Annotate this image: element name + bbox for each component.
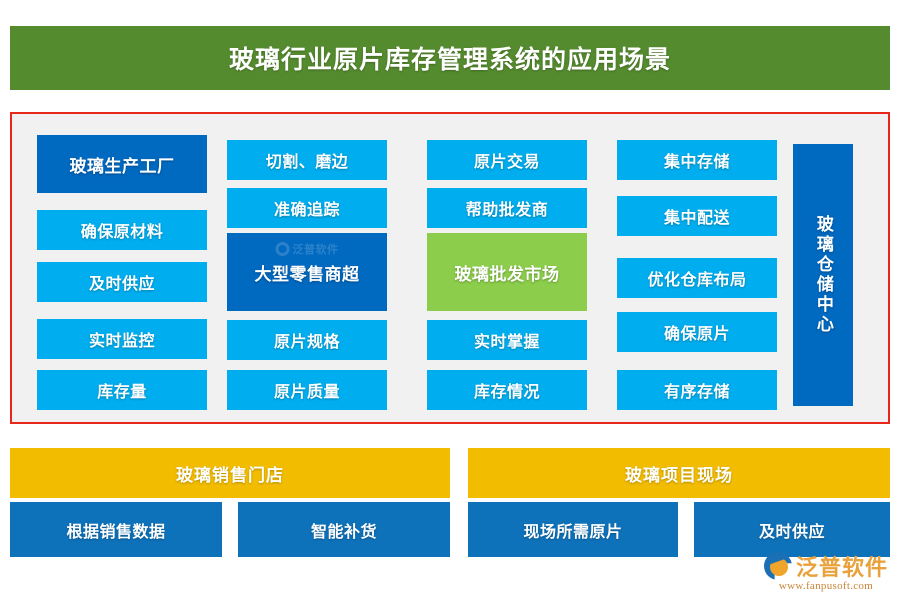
matrix-cell-orderly-storage[interactable]: 有序存储 <box>617 370 777 410</box>
leaf-smart-replenishment[interactable]: 智能补货 <box>238 502 450 557</box>
matrix-cell-label: 优化仓库布局 <box>647 272 747 289</box>
matrix-cell-centralized-storage[interactable]: 集中存储 <box>617 140 777 180</box>
leaf-based-on-sales-data[interactable]: 根据销售数据 <box>10 502 222 557</box>
leaf-label: 现场所需原片 <box>523 523 623 541</box>
band-label: 玻璃项目现场 <box>625 465 733 485</box>
matrix-cell-label: 及时供应 <box>88 276 155 293</box>
matrix-cell-realtime-monitoring[interactable]: 实时监控 <box>37 319 207 359</box>
matrix-cell-glass-storage-center[interactable]: 玻璃仓储中心 <box>793 144 853 406</box>
matrix-cell-timely-supply[interactable]: 及时供应 <box>37 262 207 302</box>
matrix-cell-inventory-status[interactable]: 库存情况 <box>427 370 587 410</box>
matrix-cell-label: 大型零售商超 <box>254 264 360 284</box>
main-diagram-panel: 玻璃生产工厂 确保原材料 及时供应 实时监控 库存量 切割、磨边 准确追踪 泛普… <box>10 112 890 424</box>
matrix-cell-cutting-edging[interactable]: 切割、磨边 <box>227 140 387 180</box>
band-glass-project-site[interactable]: 玻璃项目现场 <box>468 448 890 498</box>
matrix-cell-glass-production-factory[interactable]: 玻璃生产工厂 <box>37 135 207 193</box>
matrix-cell-help-wholesalers[interactable]: 帮助批发商 <box>427 188 587 228</box>
matrix-cell-realtime-grasp[interactable]: 实时掌握 <box>427 320 587 360</box>
bottom-scenarios: 玻璃销售门店 玻璃项目现场 根据销售数据 智能补货 现场所需原片 及时供应 <box>10 440 890 570</box>
matrix-cell-ensure-raw-materials[interactable]: 确保原材料 <box>37 210 207 250</box>
matrix-cell-label: 原片规格 <box>273 334 340 351</box>
brand-url: www.fanpusoft.com <box>778 580 874 592</box>
matrix-cell-label: 确保原片 <box>663 326 730 343</box>
matrix-cell-label: 库存量 <box>97 384 147 401</box>
scenario-matrix: 玻璃生产工厂 确保原材料 及时供应 实时监控 库存量 切割、磨边 准确追踪 泛普… <box>12 114 888 422</box>
matrix-cell-label: 实时掌握 <box>473 334 540 351</box>
matrix-cell-label: 原片交易 <box>473 154 540 171</box>
matrix-cell-label: 集中配送 <box>663 210 730 227</box>
matrix-cell-label: 库存情况 <box>473 384 540 401</box>
inline-brand-watermark: 泛普软件 <box>275 241 339 257</box>
matrix-cell-label: 确保原材料 <box>80 224 164 241</box>
matrix-cell-label: 帮助批发商 <box>465 202 549 219</box>
matrix-cell-raw-glass-specification[interactable]: 原片规格 <box>227 320 387 360</box>
leaf-label: 及时供应 <box>758 523 825 541</box>
matrix-cell-large-retail-supermarket[interactable]: 泛普软件 大型零售商超 <box>227 233 387 311</box>
matrix-cell-ensure-raw-glass[interactable]: 确保原片 <box>617 312 777 352</box>
matrix-cell-label: 集中存储 <box>663 154 730 171</box>
leaf-label: 根据销售数据 <box>66 523 166 541</box>
matrix-cell-inventory-quantity[interactable]: 库存量 <box>37 370 207 410</box>
matrix-cell-label: 准确追踪 <box>273 202 340 219</box>
matrix-cell-accurate-tracking[interactable]: 准确追踪 <box>227 188 387 228</box>
page-title-banner: 玻璃行业原片库存管理系统的应用场景 <box>10 26 890 90</box>
leaf-timely-supply[interactable]: 及时供应 <box>694 502 890 557</box>
brand-watermark-text: 泛普软件 <box>292 244 339 256</box>
matrix-cell-label: 原片质量 <box>273 384 340 401</box>
matrix-cell-label: 有序存储 <box>663 384 730 401</box>
matrix-cell-centralized-distribution[interactable]: 集中配送 <box>617 196 777 236</box>
page-title: 玻璃行业原片库存管理系统的应用场景 <box>228 46 671 74</box>
leaf-site-required-raw-glass[interactable]: 现场所需原片 <box>468 502 678 557</box>
matrix-cell-glass-wholesale-market[interactable]: 玻璃批发市场 <box>427 233 587 311</box>
leaf-label: 智能补货 <box>310 523 377 541</box>
band-glass-sales-store[interactable]: 玻璃销售门店 <box>10 448 450 498</box>
matrix-cell-label: 玻璃生产工厂 <box>69 156 175 176</box>
matrix-cell-label: 玻璃仓储中心 <box>813 215 833 335</box>
matrix-cell-label: 实时监控 <box>88 333 155 350</box>
matrix-cell-raw-glass-trading[interactable]: 原片交易 <box>427 140 587 180</box>
matrix-cell-optimize-warehouse-layout[interactable]: 优化仓库布局 <box>617 258 777 298</box>
matrix-cell-label: 切割、磨边 <box>265 154 349 171</box>
brand-mark-icon <box>275 242 290 256</box>
matrix-cell-raw-glass-quality[interactable]: 原片质量 <box>227 370 387 410</box>
band-label: 玻璃销售门店 <box>176 465 284 485</box>
matrix-cell-label: 玻璃批发市场 <box>454 264 560 284</box>
